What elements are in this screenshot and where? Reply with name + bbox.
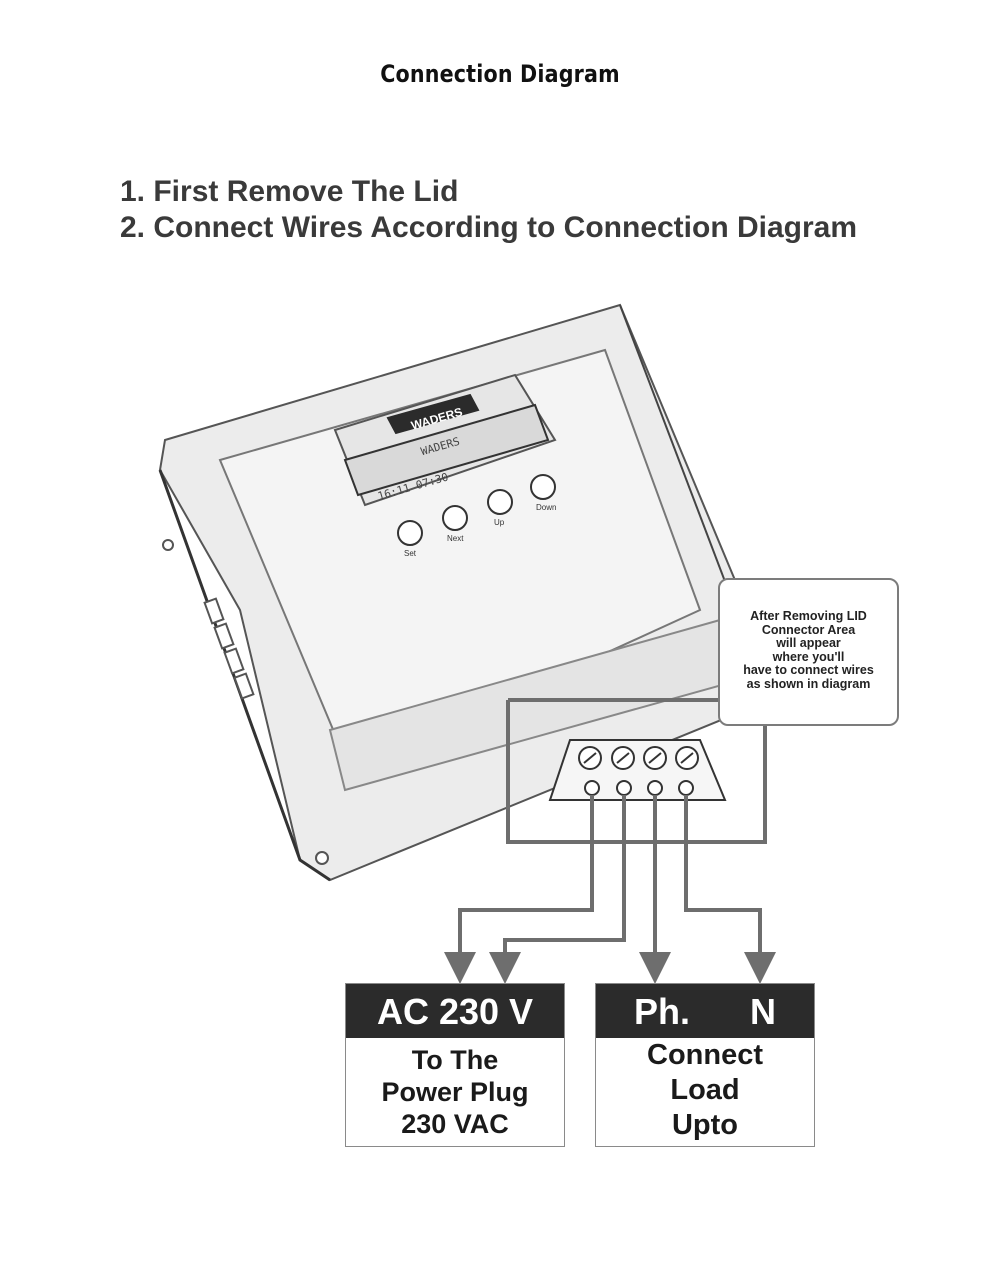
terminal-hole — [584, 780, 600, 796]
neutral-label: N — [750, 991, 776, 1032]
note-line: Connector Area — [761, 622, 856, 637]
phase-label: Ph. — [634, 991, 691, 1032]
load-box: Ph. N Connect Load Upto — [595, 983, 815, 1147]
power-supply-description: To The Power Plug 230 VAC — [346, 1038, 564, 1140]
wire-group — [444, 795, 776, 984]
side-clip — [233, 672, 255, 700]
button-label-next: Next — [447, 534, 464, 543]
device-button-row — [397, 474, 556, 546]
wire-power-2 — [489, 795, 626, 984]
controller-device-sketch — [158, 303, 772, 882]
side-clip — [223, 647, 245, 675]
button-label-down: Down — [536, 503, 556, 512]
note-line: where you'll — [772, 649, 845, 664]
side-clip — [203, 597, 225, 625]
mount-screw-icon — [315, 851, 329, 865]
load-line: Load — [670, 1074, 740, 1106]
instruction-step-2: 2. Connect Wires According to Connection… — [120, 211, 858, 244]
button-label-up: Up — [494, 518, 505, 527]
load-line: Upto — [671, 1109, 739, 1141]
diagram-title: Connection Diagram — [380, 60, 620, 88]
power-line: 230 VAC — [401, 1109, 509, 1139]
wire-power-1 — [444, 795, 594, 984]
note-line: as shown in diagram — [746, 676, 871, 691]
power-line: To The — [411, 1045, 499, 1075]
side-clip — [213, 622, 235, 650]
mount-screw-icon — [162, 539, 174, 551]
device-button-next — [442, 505, 468, 531]
wire-neutral — [684, 795, 776, 984]
device-button-down — [530, 474, 556, 500]
power-supply-box: AC 230 V To The Power Plug 230 VAC — [345, 983, 565, 1147]
terminal-block — [548, 739, 727, 801]
lid-note-callout: After Removing LID Connector Area will a… — [718, 578, 899, 726]
power-supply-header: AC 230 V — [346, 984, 564, 1038]
note-line: have to connect wires — [743, 663, 874, 677]
device-button-up — [487, 489, 513, 515]
logo-plate — [386, 393, 480, 435]
lcd-screen — [343, 403, 550, 497]
button-label-set: Set — [404, 549, 417, 558]
load-header: Ph. N — [596, 984, 814, 1038]
note-line: After Removing LID — [750, 609, 867, 623]
device-button-set — [397, 520, 423, 546]
instruction-step-1: 1. First Remove The Lid — [120, 175, 459, 208]
wire-outline — [506, 700, 767, 844]
load-line: Connect — [647, 1039, 763, 1071]
terminal-hole — [616, 780, 632, 796]
terminal-hole — [647, 780, 663, 796]
device-side-edge — [158, 469, 331, 882]
load-description: Connect Load Upto — [596, 1038, 814, 1143]
terminal-hole — [678, 780, 694, 796]
note-line: will appear — [776, 636, 841, 650]
instruction-list: 1. First Remove The Lid 2. Connect Wires… — [120, 174, 857, 246]
power-line: Power Plug — [381, 1077, 529, 1107]
